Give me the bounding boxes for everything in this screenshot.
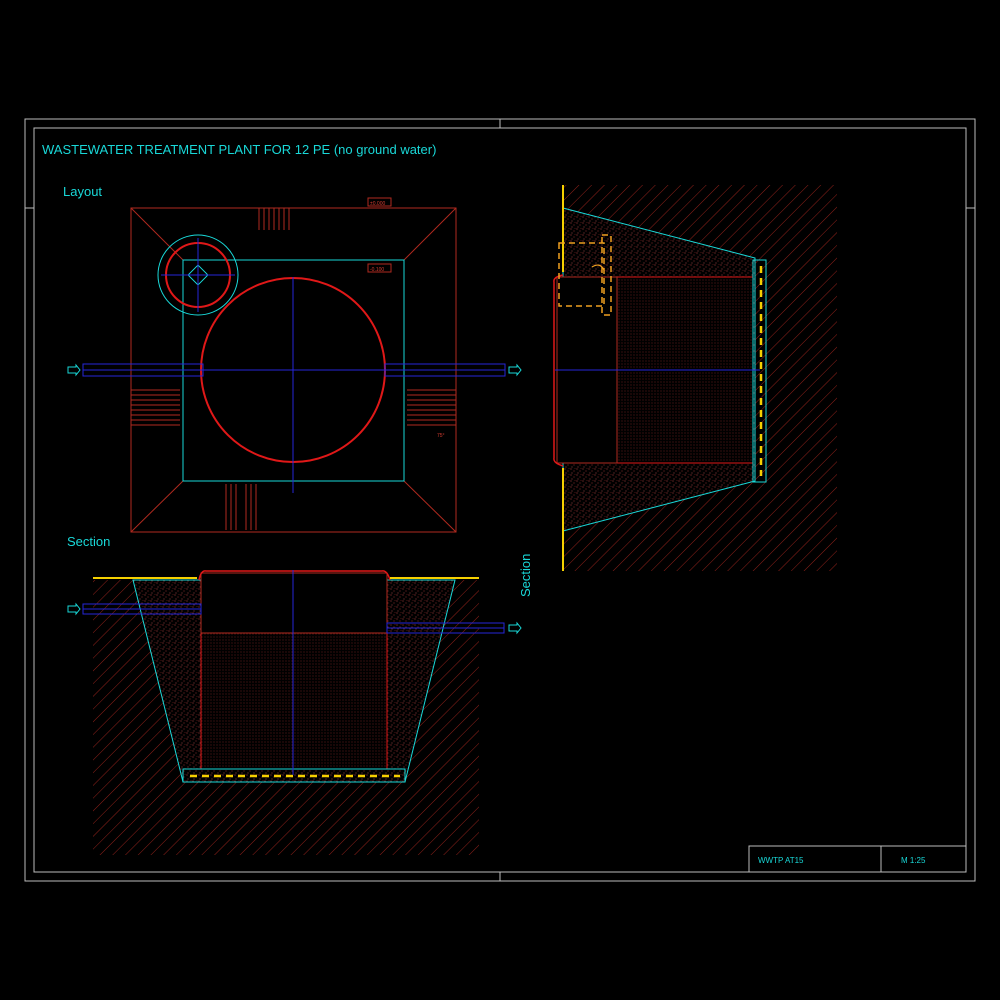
title-block: [748, 845, 967, 873]
title-block-scale: M 1:25: [901, 856, 926, 865]
layout-plan: ±0.000 -0.100 75°: [67, 197, 522, 533]
section-label-rotated: Section: [518, 554, 533, 597]
section-view-rotated: [553, 185, 837, 571]
section-view: [67, 570, 522, 855]
slope-mark: 75°: [437, 433, 445, 439]
section-label: Section: [67, 534, 110, 549]
title-block-drawing-name: WWTP AT15: [758, 856, 804, 865]
level-tank-tag: -0.100: [370, 267, 384, 273]
layout-label: Layout: [63, 184, 102, 199]
level-top-tag: ±0.000: [370, 201, 385, 207]
drawing-title: WASTEWATER TREATMENT PLANT FOR 12 PE (no…: [42, 142, 436, 157]
drawing-frame: [24, 118, 976, 882]
